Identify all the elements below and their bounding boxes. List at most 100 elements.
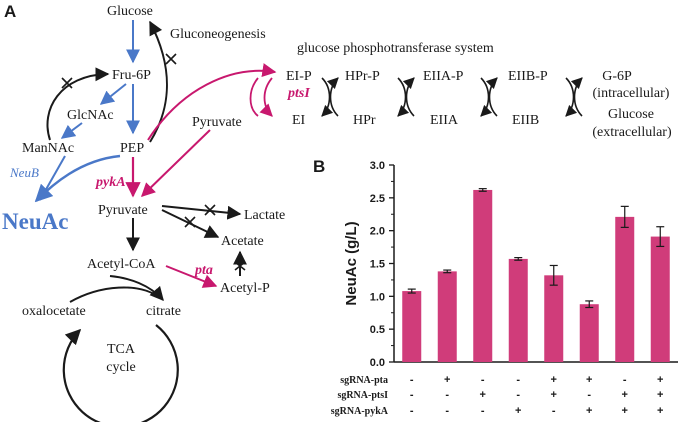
exchange-hpr-eiia-a [397,77,410,117]
arrow-glcnac-mannac [60,122,83,139]
pts-title: glucose phosphotransferase system [297,41,494,56]
exchange-ei-hpr-a [321,77,334,117]
pta-gene-label: pta [194,263,213,278]
arrow-oxalocetate-citrate [69,286,161,303]
eip-label: EI-P [286,69,312,84]
condition-row-label: sgRNA-pykA [331,406,389,417]
y-tick-label: 0.5 [370,324,385,336]
panel-a-letter: A [4,2,16,21]
arrow-fru6p-glcnac [99,83,127,105]
extracellular-label: (extracellular) [592,125,672,140]
y-tick-label: 1.0 [370,291,385,303]
pyka-gene-label: pykA [95,175,126,190]
condition-sign: + [551,374,557,386]
fru6p-label: Fru-6P [112,68,151,83]
bar [650,236,670,362]
eiia-label: EIIA [430,113,459,128]
intracellular-label: (intracellular) [593,86,670,101]
arrow-pts-pyruvate [140,129,211,197]
ei-label: EI [292,113,306,128]
condition-table: sgRNA-pta-+--++-+sgRNA-ptsI--+-+-++sgRNA… [331,374,664,417]
condition-sign: + [586,374,592,386]
glucose-label: Glucose [107,4,153,19]
acetylcoa-label: Acetyl-CoA [87,257,156,272]
glucose-extracellular-label: Glucose [608,107,654,122]
acetate-label: Acetate [221,234,264,249]
condition-sign: + [515,405,521,417]
condition-sign: - [481,374,485,386]
tca-cycle-circle [62,324,179,422]
condition-sign: - [445,405,449,417]
condition-sign: - [445,389,449,401]
neuac-label: NeuAc [2,209,68,234]
eiib-label: EIIB [512,113,539,128]
panel-b-letter: B [313,157,325,176]
condition-sign: + [657,374,663,386]
bar [508,258,528,362]
hpr-label: HPr [353,113,376,128]
acetylp-label: Acetyl-P [220,281,270,296]
condition-sign: - [481,405,485,417]
y-tick-label: 0.0 [370,357,385,369]
exchange-ei-hpr-b [326,77,339,117]
arrow-pep-eip [147,63,277,141]
pyruvate-label: Pyruvate [98,203,148,218]
gluconeogenesis-label: Gluconeogenesis [170,27,266,42]
glcnac-label: GlcNAc [67,108,114,123]
exchange-hpr-eiia-b [402,77,415,117]
bar [473,189,493,362]
exchange-eiia-eiib-b [485,77,498,117]
condition-sign: + [622,389,628,401]
tca-label-line2: cycle [106,360,136,375]
bar [615,216,635,362]
condition-sign: - [410,374,414,386]
pep-label: PEP [120,141,144,156]
panel-a: A Glucose Gluconeogenesis Fru-6P GlcNAc … [2,2,672,422]
condition-row-label: sgRNA-pta [340,375,388,386]
ptsi-gene-label: ptsI [287,86,310,101]
knockout-cross-acetylp [234,261,246,271]
eiiap-label: EIIA-P [423,69,464,84]
condition-sign: + [622,405,628,417]
lactate-label: Lactate [244,208,285,223]
condition-sign: - [587,389,591,401]
y-tick-label: 1.5 [370,259,385,271]
condition-sign: - [410,389,414,401]
citrate-label: citrate [146,304,181,319]
condition-sign: - [516,389,520,401]
exchange-eiib-glucose-b [570,77,583,117]
hprp-label: HPr-P [345,69,380,84]
exchange-eiia-eiib-a [480,77,493,117]
y-axis-label: NeuAc (g/L) [343,221,360,305]
arrow-gluconeogenesis [149,20,168,143]
condition-sign: - [410,405,414,417]
condition-sign: + [586,405,592,417]
condition-sign: - [623,374,627,386]
bar [544,275,564,362]
knockout-cross-lactate [204,204,216,216]
exchange-eiib-glucose-a [565,77,578,117]
ptsi-exchange-arc-left [259,77,273,117]
condition-sign: + [444,374,450,386]
neub-label: NeuB [9,165,39,180]
y-tick-label: 2.5 [370,193,385,205]
condition-sign: + [480,389,486,401]
knockout-cross-nanE [61,77,73,89]
condition-sign: + [657,405,663,417]
eiibp-label: EIIB-P [508,69,548,84]
knockout-cross-gluconeogenesis [165,53,177,65]
oxalocetate-label: oxalocetate [22,304,86,319]
y-tick-label: 2.0 [370,226,385,238]
condition-sign: + [657,389,663,401]
bar-chart: 0.0 0.5 1.0 1.5 2.0 2.5 3.0 [370,160,678,369]
pts-pyruvate-label: Pyruvate [192,115,242,130]
arrow-mannac-fru6p [46,67,110,141]
arrow-mannac-neuac [39,155,66,201]
arrow-pyruvate-acetate [161,209,220,238]
y-tick-label: 3.0 [370,160,385,172]
arrow-pyruvate-lactate [161,205,242,220]
bar [437,271,457,362]
g6p-label: G-6P [602,69,632,84]
bar [579,304,599,362]
